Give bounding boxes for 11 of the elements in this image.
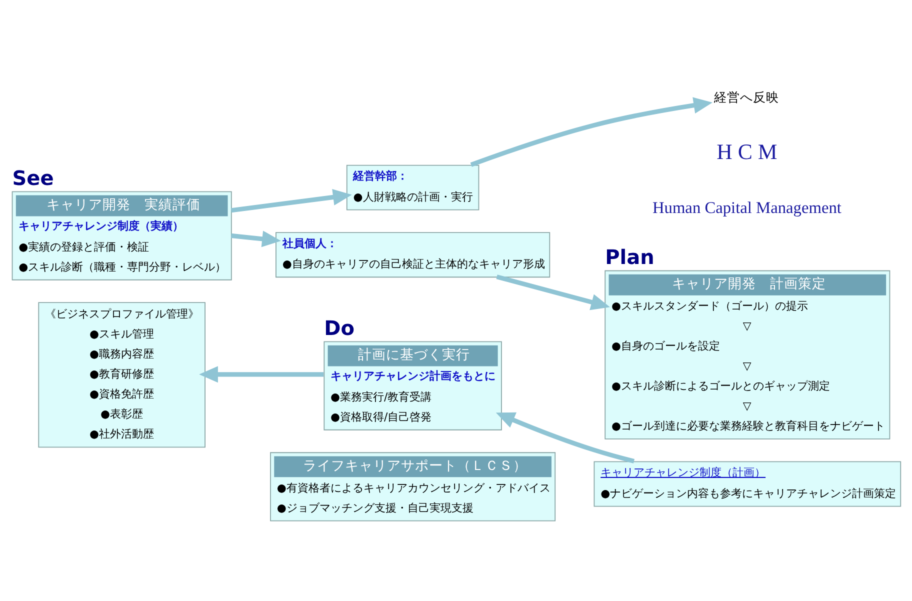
- node-label: See: [12, 165, 54, 190]
- node-label: Plan: [605, 244, 654, 269]
- arrow: [230, 188, 352, 212]
- node-text: 経営へ反映: [714, 88, 780, 104]
- arrow: [470, 96, 712, 166]
- node-label: Do: [324, 315, 354, 340]
- label: H C M: [716, 140, 778, 164]
- arrow: [496, 274, 610, 310]
- label: Human Capital Management: [652, 197, 842, 216]
- arrow: [230, 230, 281, 247]
- arrow: [199, 366, 324, 382]
